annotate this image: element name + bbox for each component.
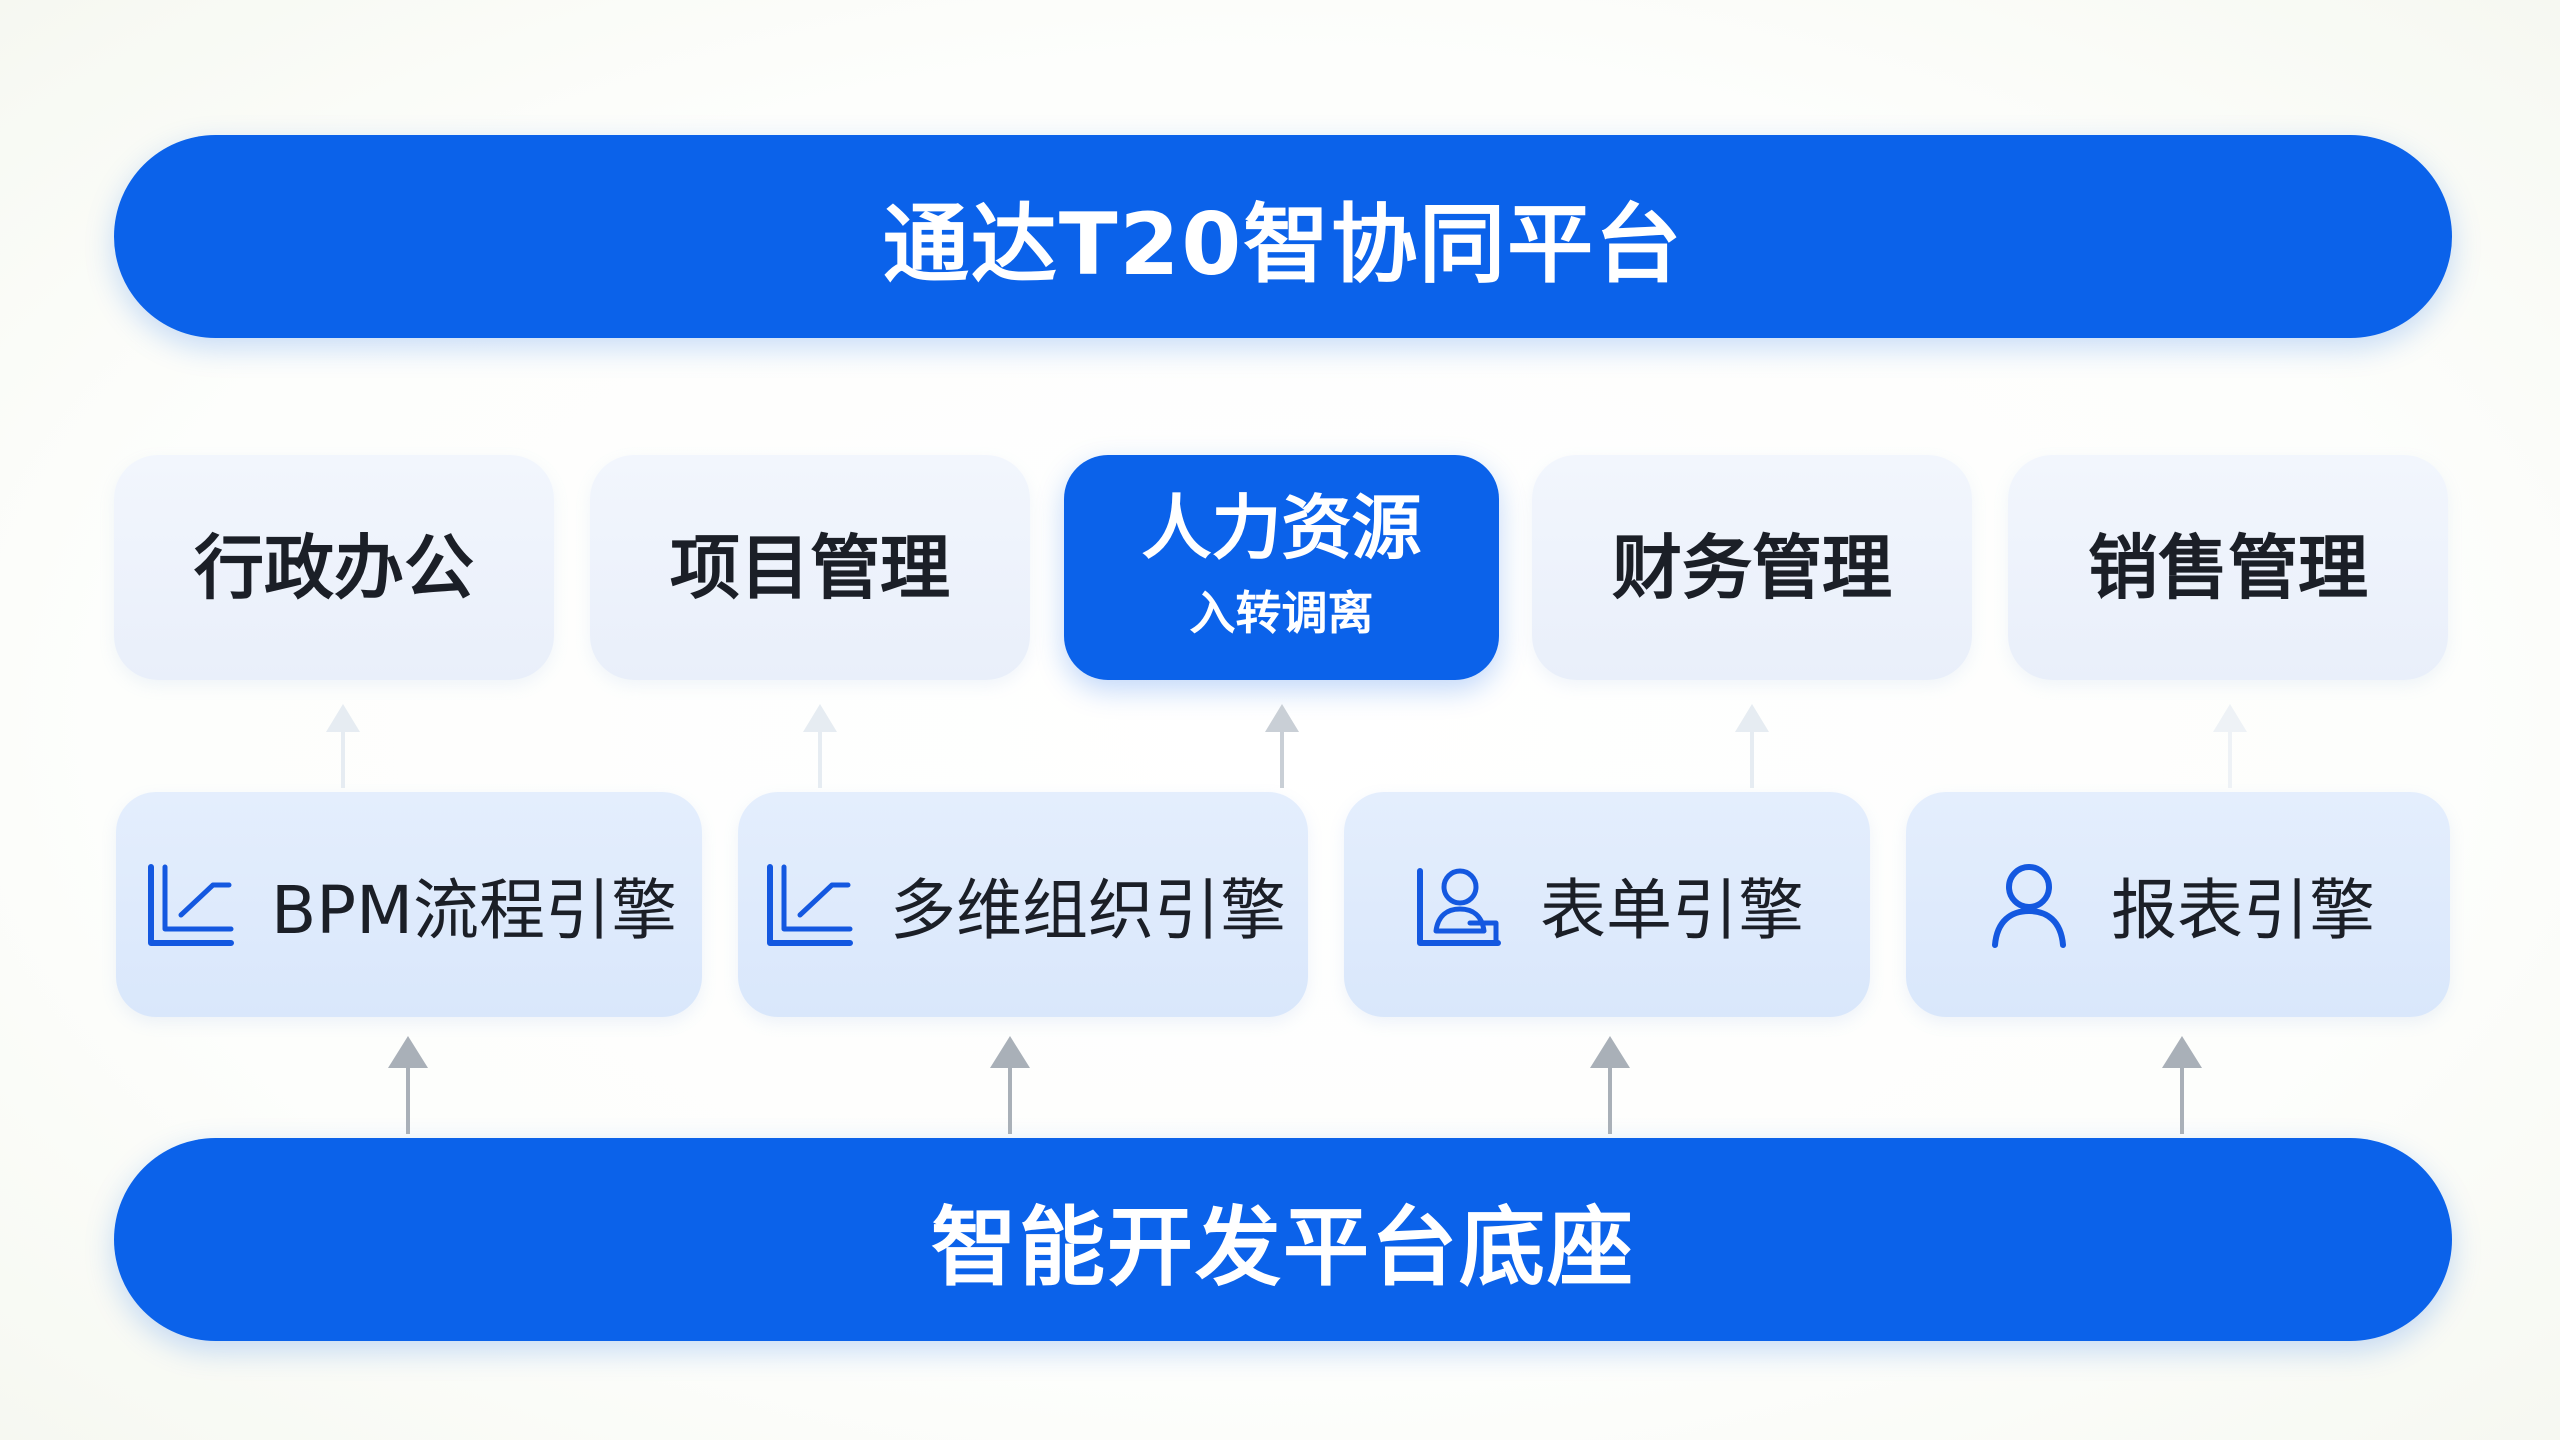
bottom-platform-title: 智能开发平台底座	[931, 1198, 1635, 1298]
module-label: 行政办公	[194, 526, 474, 609]
user-form-icon	[1417, 867, 1501, 946]
arrow-base-to-engine-3	[1590, 1036, 1630, 1134]
arrow-base-to-engine-1	[388, 1036, 428, 1134]
top-platform-title: 通达T20智协同平台	[882, 195, 1684, 295]
module-human-resources[interactable]: 人力资源 入转调离	[1064, 455, 1499, 680]
engine-report[interactable]: 报表引擎	[1906, 792, 2450, 1017]
user-icon	[1992, 863, 2066, 948]
arrow-base-to-engine-4	[2162, 1036, 2202, 1134]
arrow-base-to-engine-2	[990, 1036, 1030, 1134]
module-label: 财务管理	[1612, 526, 1892, 609]
engine-bpm[interactable]: BPM流程引擎	[116, 792, 702, 1017]
engine-label: 表单引擎	[1540, 871, 1804, 949]
arrow-engine-to-module-2	[803, 704, 837, 788]
arrow-engine-to-module-4	[1735, 704, 1769, 788]
arrow-engine-to-module-3	[1265, 704, 1299, 788]
module-label: 人力资源	[1141, 486, 1422, 569]
chart-line-icon	[767, 863, 853, 946]
chart-line-icon	[147, 863, 234, 946]
bottom-platform-bar: 智能开发平台底座	[114, 1138, 2452, 1341]
module-admin-office[interactable]: 行政办公	[114, 455, 554, 680]
top-platform-bar: 通达T20智协同平台	[114, 135, 2452, 338]
arrow-engine-to-module-1	[326, 704, 360, 788]
module-label: 销售管理	[2088, 526, 2368, 609]
engine-form[interactable]: 表单引擎	[1344, 792, 1870, 1017]
engine-label: BPM流程引擎	[270, 871, 678, 949]
arrow-engine-to-module-5	[2213, 704, 2247, 788]
module-finance-management[interactable]: 财务管理	[1532, 455, 1972, 680]
engine-label: 报表引擎	[2111, 871, 2375, 949]
module-project-management[interactable]: 项目管理	[590, 455, 1030, 680]
engine-multi-org[interactable]: 多维组织引擎	[738, 792, 1308, 1017]
module-sublabel: 入转调离	[1189, 585, 1374, 640]
engine-label: 多维组织引擎	[890, 871, 1286, 949]
module-sales-management[interactable]: 销售管理	[2008, 455, 2448, 680]
module-label: 项目管理	[670, 526, 950, 609]
